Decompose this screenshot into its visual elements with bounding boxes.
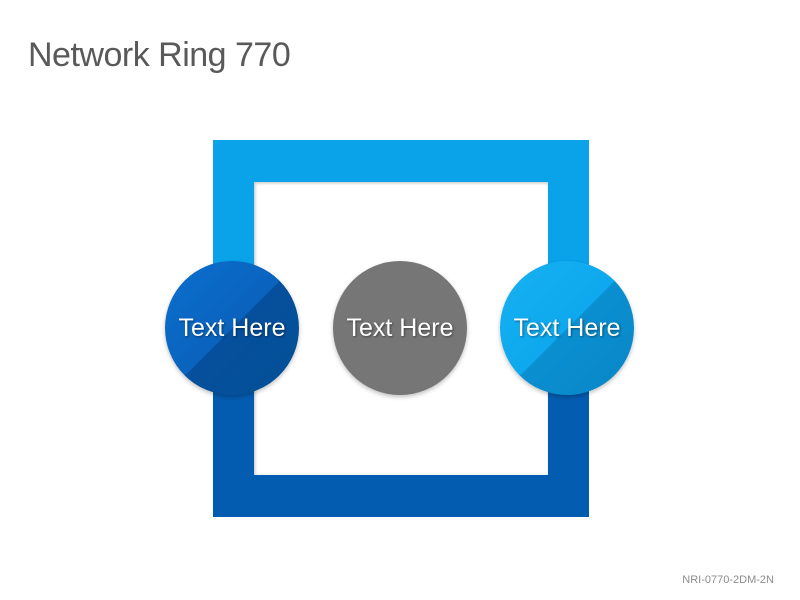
footer-code: NRI-0770-2DM-2N: [682, 574, 774, 586]
node-center-label: Text Here: [346, 313, 454, 342]
node-left-circle: Text Here: [165, 261, 299, 395]
node-left-label: Text Here: [178, 313, 286, 342]
ring-top-segment: [213, 140, 589, 182]
node-center-circle: Text Here: [333, 261, 467, 395]
node-right-label: Text Here: [513, 313, 621, 342]
page-title: Network Ring 770: [28, 36, 291, 74]
ring-bottom-segment: [213, 475, 589, 517]
node-right-circle: Text Here: [500, 261, 634, 395]
